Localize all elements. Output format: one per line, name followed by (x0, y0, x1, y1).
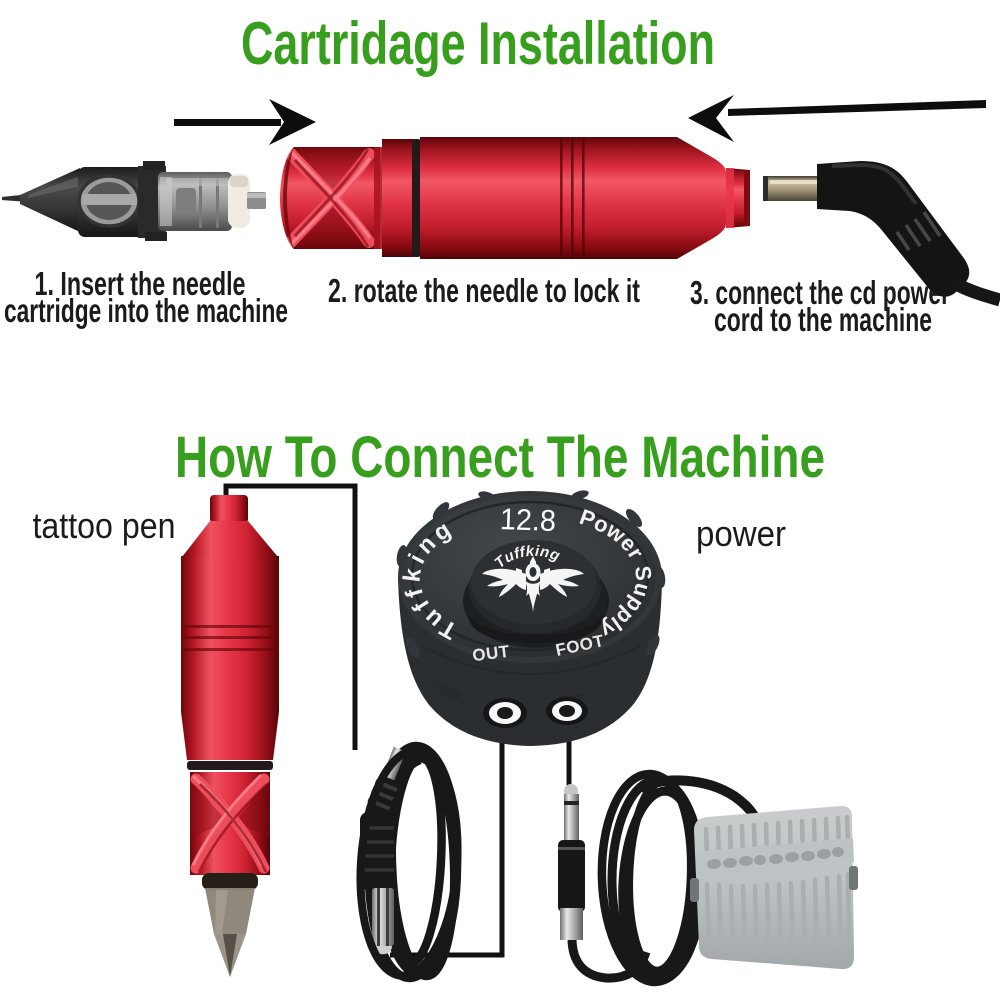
svg-text:1. Insert the needle: 1. Insert the needle (35, 265, 246, 302)
svg-text:2. rotate the needle to lock i: 2. rotate the needle to lock it (328, 272, 640, 309)
svg-text:cord to the machine: cord to the machine (714, 301, 932, 338)
svg-text:How To Connect The Machine: How To Connect The Machine (175, 425, 825, 490)
svg-text:OUT: OUT (471, 642, 511, 665)
svg-text:cartridge into the machine: cartridge into the machine (4, 292, 288, 329)
svg-text:power: power (696, 513, 786, 554)
svg-text:3. connect the cd power: 3. connect the cd power (690, 274, 950, 311)
svg-text:12.8: 12.8 (499, 503, 556, 538)
svg-text:tattoo pen: tattoo pen (33, 505, 176, 546)
svg-text:Cartridage Installation: Cartridage Installation (241, 10, 715, 77)
